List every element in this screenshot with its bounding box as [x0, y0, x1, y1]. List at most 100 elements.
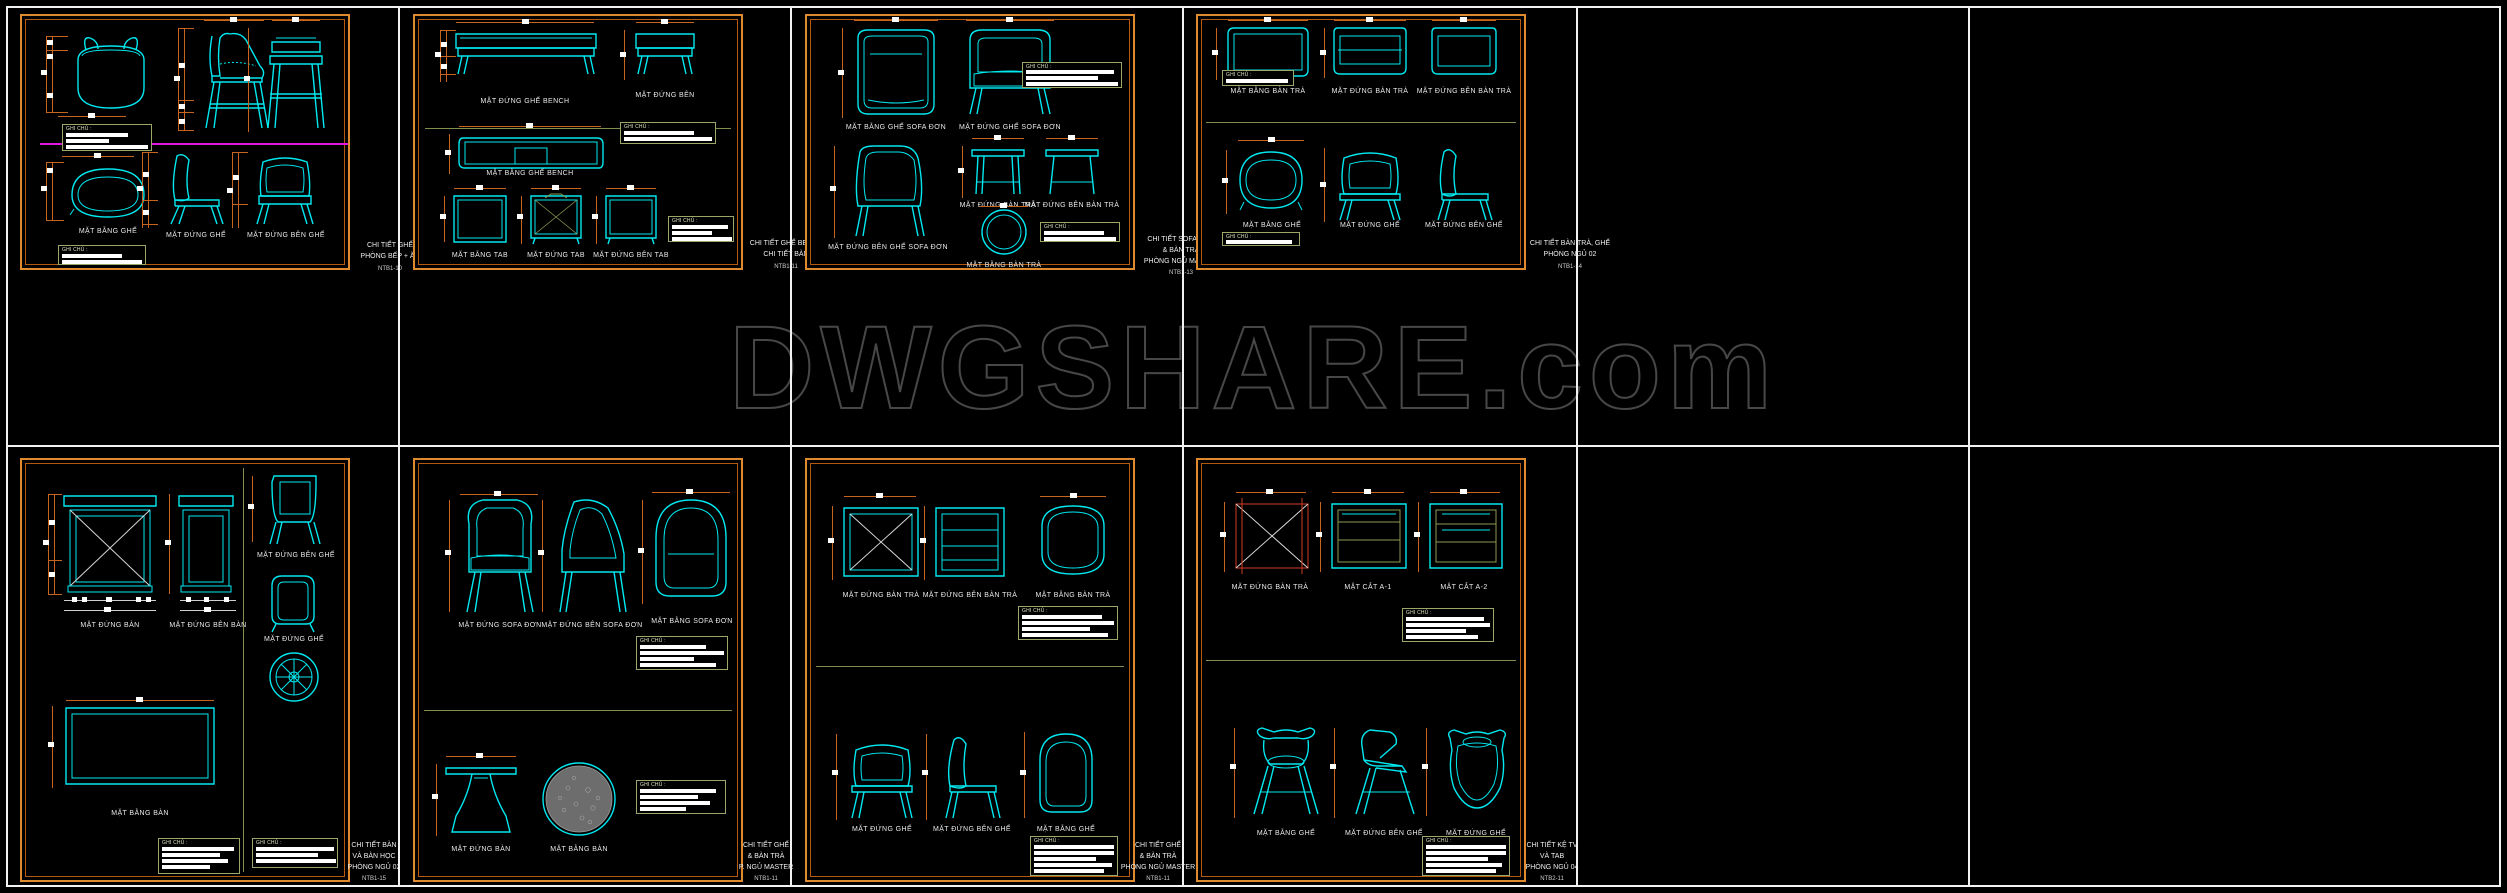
tab-elevation-view: [527, 192, 585, 246]
dimension-value: [892, 17, 899, 22]
note-line: [1026, 70, 1114, 74]
drawing-panel-5[interactable]: [20, 458, 350, 882]
title-line: PHÒNG NGỦ 02: [1543, 251, 1597, 258]
dimension-line: [1418, 502, 1419, 572]
dimension-value: [1320, 182, 1326, 187]
dimension-value: [627, 185, 634, 190]
view-label: MẶT ĐỨNG TAB: [527, 252, 585, 259]
dimension-value: [204, 597, 209, 602]
note-header: GHI CHÚ :: [1044, 224, 1070, 230]
title-line: CHI TIẾT BÀN TRÀ, GHẾ: [1529, 240, 1611, 247]
note-box[interactable]: GHI CHÚ :: [668, 216, 734, 242]
note-line: [1026, 82, 1118, 86]
note-line: [640, 807, 686, 811]
note-box[interactable]: GHI CHÚ :: [62, 124, 152, 151]
dimension-value: [47, 40, 53, 45]
dimension-value: [88, 113, 95, 118]
dimension-line: [834, 146, 835, 238]
note-line: [1406, 623, 1490, 627]
dimension-line: [46, 36, 68, 37]
note-box[interactable]: GHI CHÚ :: [1022, 62, 1122, 88]
title-line: CHI TIẾT SOFA ĐƠN: [1147, 236, 1215, 243]
dining-chair-side-view: [245, 148, 325, 228]
dimension-value: [828, 538, 834, 543]
dimension-value: [958, 168, 964, 173]
dimension-value: [522, 19, 529, 24]
note-line: [640, 663, 716, 667]
dimension-value: [476, 753, 483, 758]
note-line: [640, 789, 716, 793]
title-line: CHI TIẾT GHẾ: [366, 242, 414, 249]
note-header: GHI CHÚ :: [162, 840, 188, 846]
note-line: [256, 847, 334, 851]
note-header: GHI CHÚ :: [640, 638, 666, 644]
dimension-line: [142, 152, 158, 153]
dining-chair-elevation-view: [155, 148, 235, 228]
dimension-line: [1334, 728, 1335, 818]
title-line: CHI TIẾT GHẾ: [742, 842, 790, 849]
view-label: MẶT ĐỨNG BÊN GHẾ: [1425, 222, 1503, 229]
dimension-line: [232, 152, 248, 153]
note-box[interactable]: GHI CHÚ :: [1222, 70, 1294, 86]
note-line: [1034, 851, 1114, 855]
note-header: GHI CHÚ :: [1034, 838, 1060, 844]
note-box[interactable]: GHI CHÚ :: [252, 838, 338, 868]
view-label: MẶT BẰNG BÀN TRÀ: [966, 262, 1042, 269]
dimension-value: [1268, 137, 1275, 142]
dimension-line: [52, 706, 53, 788]
note-line: [1026, 76, 1098, 80]
view-label: MẶT ĐỨNG BÊN BÀN TRÀ: [1416, 88, 1512, 95]
note-line: [640, 657, 694, 661]
note-box[interactable]: GHI CHÚ :: [1222, 232, 1300, 246]
dimension-value: [72, 597, 77, 602]
dimension-value: [143, 210, 149, 215]
dimension-value: [244, 76, 250, 81]
bench-elevation-view: [452, 26, 600, 76]
title-line: CHI TIẾT GHẾ BENCH: [749, 240, 823, 247]
dimension-line: [521, 196, 522, 244]
view-label: MẶT ĐỨNG BÊN BÀN TRÀ: [922, 592, 1018, 599]
dimension-value: [49, 572, 55, 577]
drawing-panel-8[interactable]: [1196, 458, 1526, 882]
note-box[interactable]: GHI CHÚ :: [1040, 222, 1120, 242]
note-box[interactable]: GHI CHÚ :: [158, 838, 240, 874]
panel-code-4: NTB1-14: [1557, 264, 1583, 270]
note-box[interactable]: GHI CHÚ :: [1402, 608, 1494, 642]
note-header: GHI CHÚ :: [1022, 608, 1048, 614]
section-a1-p8: [1326, 496, 1412, 578]
dimension-value: [1422, 764, 1428, 769]
view-label: MẶT ĐỨNG BÊN GHẾ: [933, 826, 1011, 833]
dimension-line: [1224, 502, 1225, 572]
note-line: [640, 801, 710, 805]
view-label: MẶT BẰNG GHẾ BENCH: [486, 170, 574, 177]
note-box[interactable]: GHI CHÚ :: [636, 636, 728, 670]
title-line: CHI TIẾT BÀN: [763, 251, 809, 258]
note-line: [1426, 845, 1506, 849]
dimension-value: [1000, 203, 1007, 208]
armchair-plan-p8: [1432, 722, 1522, 822]
note-line: [162, 859, 228, 863]
note-line: [624, 131, 694, 135]
note-line: [66, 145, 148, 149]
sofa-single-front-p6: [455, 494, 545, 616]
dimension-line: [178, 112, 194, 113]
dimension-value: [204, 607, 211, 612]
note-line: [1034, 845, 1114, 849]
note-box[interactable]: GHI CHÚ :: [1030, 836, 1118, 876]
sofa-single-plan-p6: [648, 494, 734, 604]
table-side-view-p5: [175, 486, 237, 598]
panel-code-6: NTB1-11: [754, 876, 778, 882]
note-line: [640, 645, 706, 649]
note-box[interactable]: GHI CHÚ :: [58, 245, 146, 265]
note-box[interactable]: GHI CHÚ :: [1422, 836, 1510, 876]
note-box[interactable]: GHI CHÚ :: [620, 122, 716, 144]
tea-table-side-view: [1042, 142, 1102, 202]
note-box[interactable]: GHI CHÚ :: [636, 780, 726, 814]
note-line: [1022, 615, 1102, 619]
bar-stool-plan-view: [58, 26, 168, 116]
panel-title-8: CHI TIẾT KỆ TV VÀ TAB PHÒNG NGỦ 04: [1526, 840, 1579, 873]
drawing-panel-4[interactable]: [1196, 14, 1526, 270]
note-box[interactable]: GHI CHÚ :: [1018, 606, 1118, 640]
view-label: MẶT ĐỨNG GHẾ: [1339, 222, 1401, 229]
dimension-value: [248, 504, 254, 509]
